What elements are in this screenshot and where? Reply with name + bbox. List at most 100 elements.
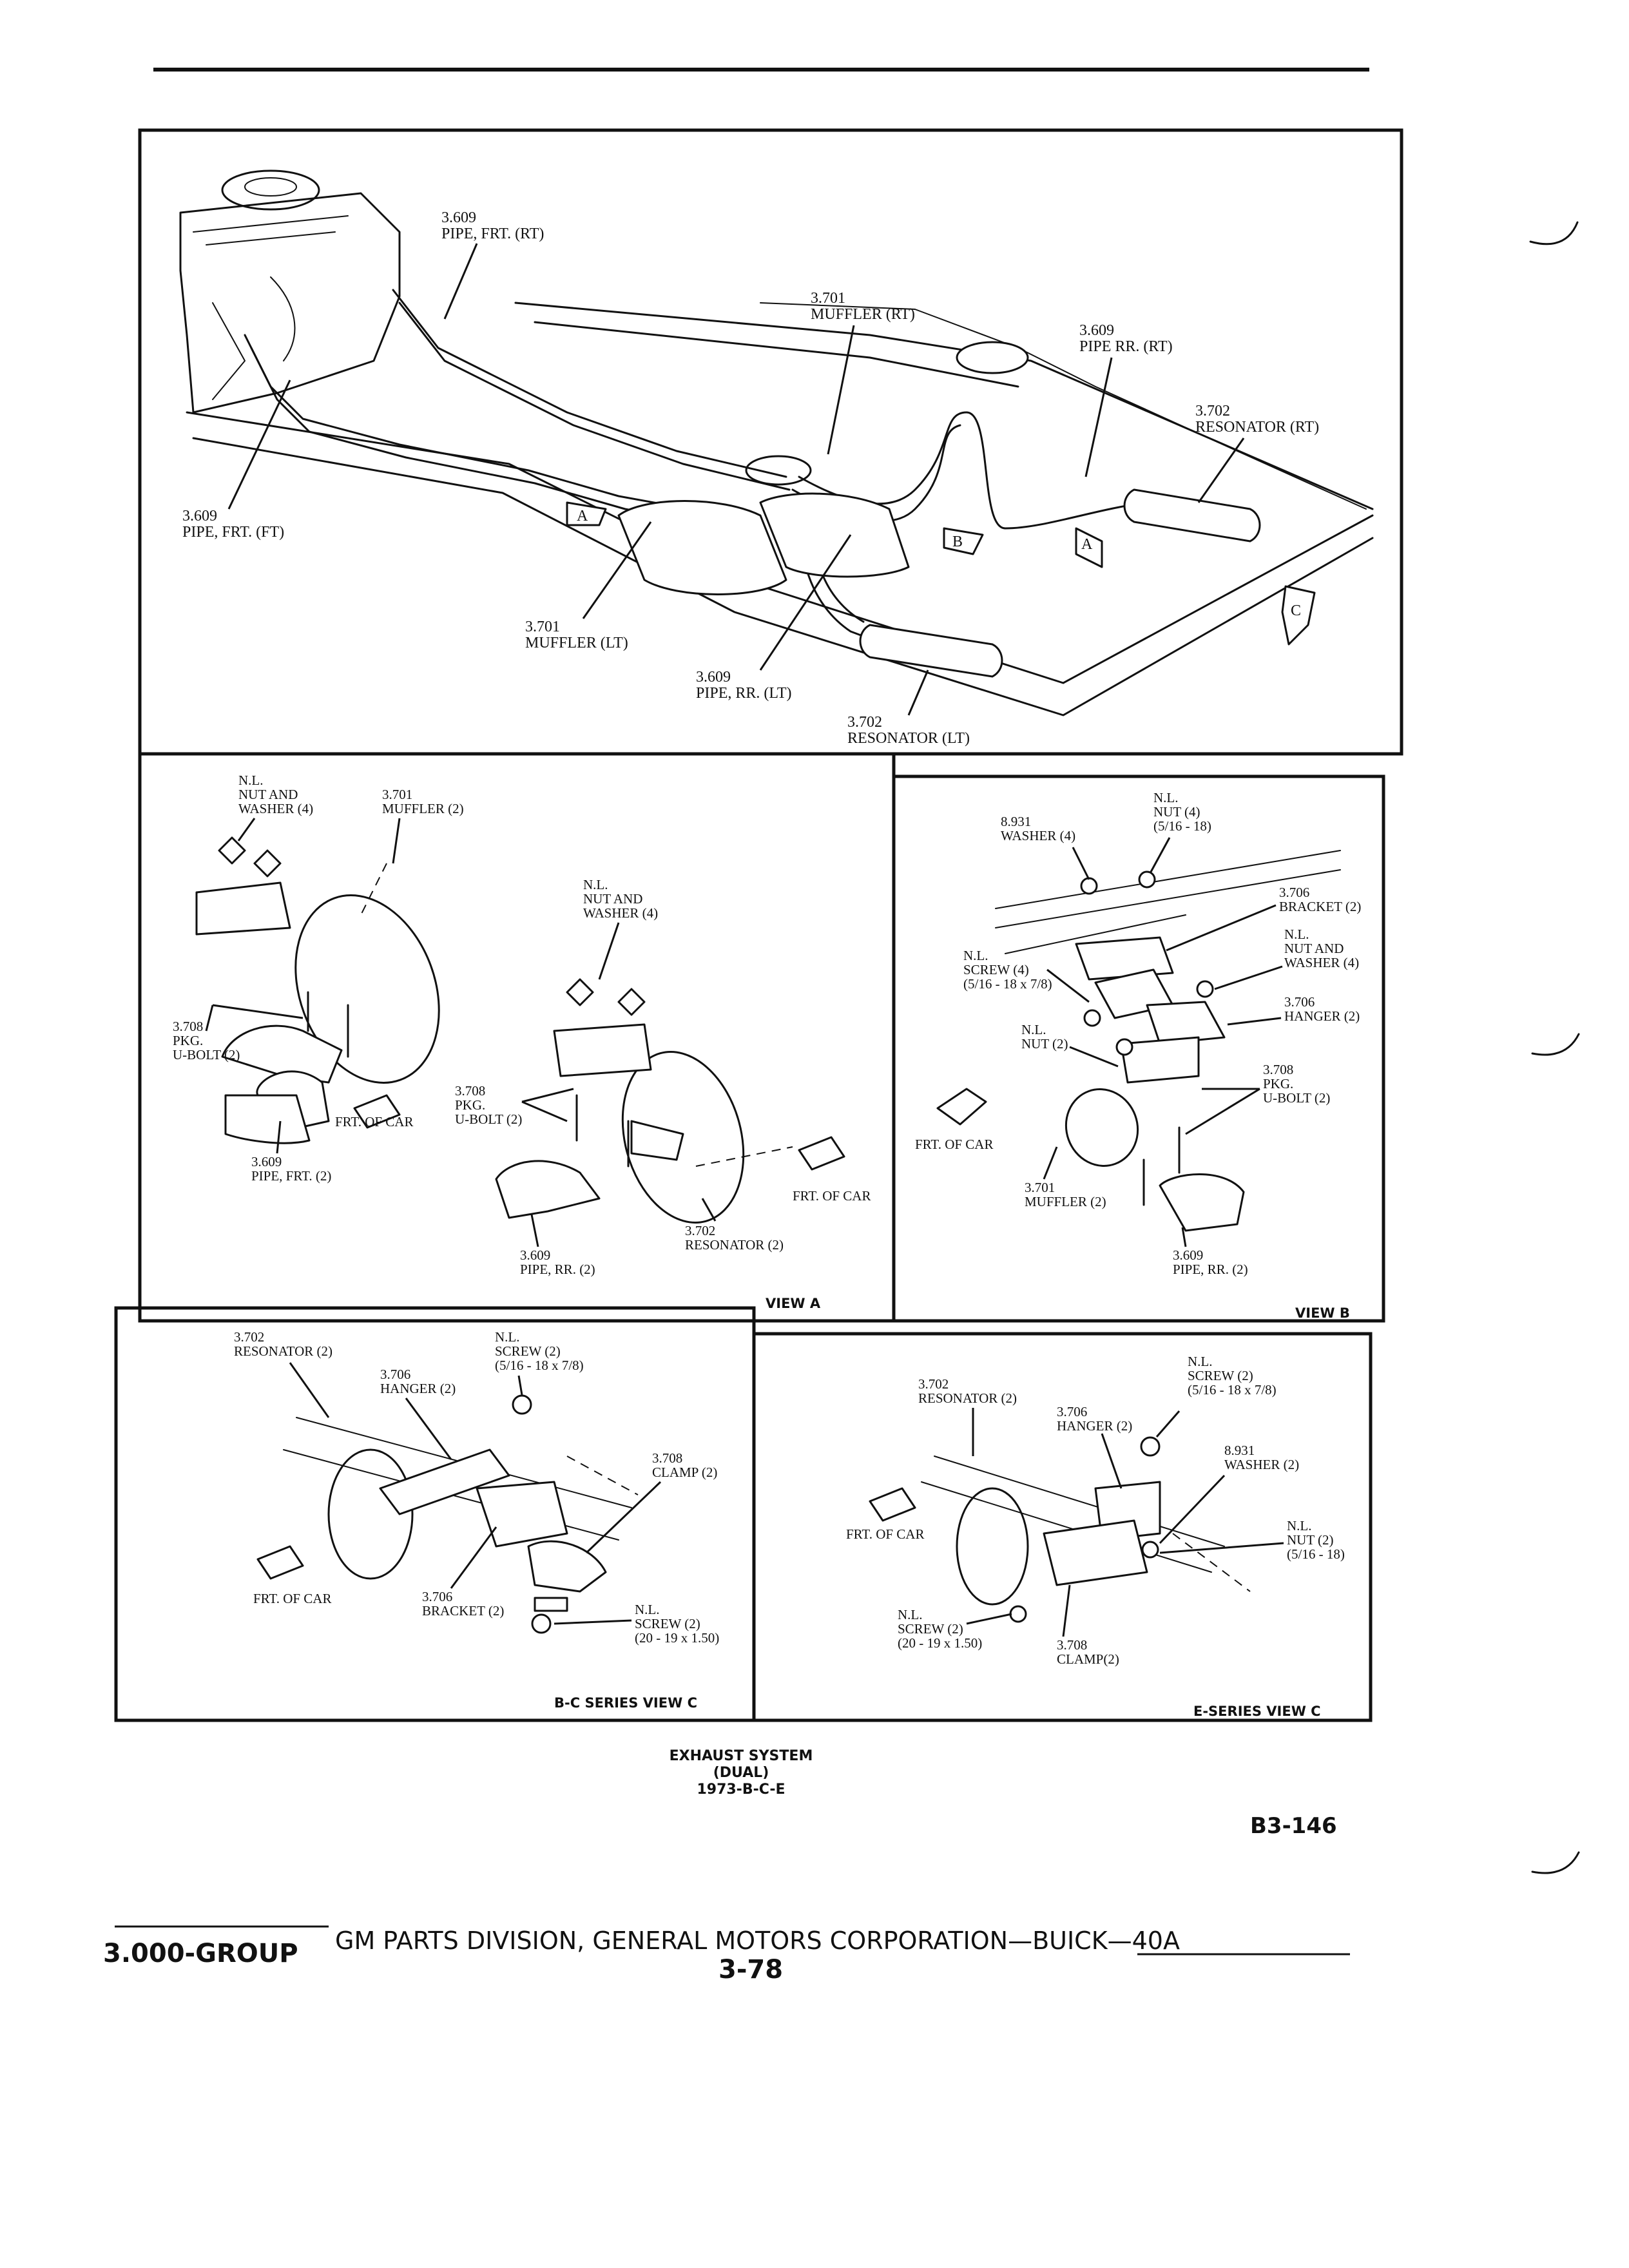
caption: EXHAUST SYSTEM (DUAL) 1973-B-C-E (670, 1748, 813, 1798)
svg-text:3.702: 3.702 (685, 1223, 715, 1238)
svg-text:(5/16 - 18 x 7/8): (5/16 - 18 x 7/8) (1188, 1382, 1277, 1398)
label-pipe-frt-ft: 3.609 PIPE, FRT. (FT) (182, 380, 291, 541)
label-resonator-rt: 3.702 RESONATOR (RT) (1195, 403, 1319, 503)
svg-text:3.609: 3.609 (1173, 1247, 1203, 1263)
svg-text:(5/16 - 18): (5/16 - 18) (1287, 1546, 1345, 1562)
engine-illustration (179, 169, 401, 414)
svg-text:PIPE, RR. (LT): PIPE, RR. (LT) (696, 685, 791, 702)
label-pipe-rr-lt: 3.609 PIPE, RR. (LT) (696, 534, 852, 702)
svg-text:WASHER (4): WASHER (4) (583, 905, 658, 921)
svg-text:PIPE RR. (RT): PIPE RR. (RT) (1079, 338, 1173, 355)
view-b-assembly (936, 850, 1341, 1232)
svg-text:N.L.: N.L. (495, 1329, 520, 1345)
svg-text:CLAMP (2): CLAMP (2) (652, 1465, 717, 1480)
figure-code: B3-146 (1250, 1813, 1337, 1839)
svg-text:(DUAL): (DUAL) (713, 1765, 769, 1781)
svg-text:MUFFLER (2): MUFFLER (2) (1025, 1194, 1106, 1209)
svg-text:3.706: 3.706 (422, 1589, 452, 1604)
view-c-e: 3.702 RESONATOR (2) N.L. SCREW (2) (5/16… (846, 1354, 1345, 1719)
svg-text:3.701: 3.701 (525, 619, 560, 635)
footer: 3.000-GROUP GM PARTS DIVISION, GENERAL M… (103, 1925, 1350, 1984)
svg-text:3.708: 3.708 (455, 1083, 485, 1099)
svg-text:PIPE, FRT. (2): PIPE, FRT. (2) (251, 1168, 331, 1184)
view-marker-a-rear: A (1075, 527, 1103, 568)
svg-text:3.701: 3.701 (811, 290, 845, 307)
svg-text:RESONATOR (LT): RESONATOR (LT) (847, 730, 970, 747)
svg-text:NUT AND: NUT AND (583, 891, 642, 907)
view-b-title: VIEW B (1295, 1305, 1350, 1321)
svg-text:(5/16 - 18): (5/16 - 18) (1153, 818, 1211, 834)
view-a: N.L. NUT AND WASHER (4) 3.701 MUFFLER (2… (173, 773, 871, 1311)
svg-text:B: B (952, 533, 963, 550)
svg-text:3.701: 3.701 (382, 787, 412, 802)
view-marker-c: C (1281, 585, 1316, 646)
svg-text:3.609: 3.609 (251, 1154, 282, 1169)
view-a-left-assembly (195, 836, 440, 1144)
view-c-bc-title: B-C SERIES VIEW C (554, 1695, 697, 1711)
svg-text:HANGER (2): HANGER (2) (1057, 1418, 1132, 1434)
svg-text:3.609: 3.609 (441, 209, 476, 226)
svg-text:N.L.: N.L. (238, 773, 264, 788)
svg-text:3.708: 3.708 (652, 1450, 682, 1466)
svg-text:BRACKET (2): BRACKET (2) (422, 1603, 504, 1619)
view-a-right-assembly (495, 978, 845, 1224)
svg-text:FRT. OF CAR: FRT. OF CAR (793, 1188, 871, 1204)
svg-text:WASHER (2): WASHER (2) (1224, 1457, 1299, 1472)
svg-text:NUT (4): NUT (4) (1153, 804, 1200, 820)
svg-text:PIPE, FRT. (RT): PIPE, FRT. (RT) (441, 226, 544, 242)
panel-frames (114, 128, 1403, 1722)
svg-text:PKG.: PKG. (1263, 1076, 1293, 1091)
view-marker-a-front: A (566, 501, 607, 526)
svg-text:3.708: 3.708 (1263, 1062, 1293, 1077)
svg-text:3.702: 3.702 (234, 1329, 264, 1345)
svg-text:N.L.: N.L. (898, 1607, 923, 1622)
svg-text:EXHAUST SYSTEM: EXHAUST SYSTEM (670, 1748, 813, 1764)
main-view: A B A C 3.609 PIPE, FRT. (RT) 3.701 MUFF… (179, 169, 1374, 747)
svg-text:N.L.: N.L. (963, 948, 988, 963)
view-b: 8.931 WASHER (4) N.L. NUT (4) (5/16 - 18… (915, 790, 1361, 1321)
svg-text:3.702: 3.702 (847, 714, 882, 731)
svg-text:U-BOLT (2): U-BOLT (2) (1263, 1090, 1330, 1106)
svg-text:3.708: 3.708 (173, 1019, 203, 1034)
view-a-title: VIEW A (766, 1296, 821, 1311)
svg-text:3.706: 3.706 (1284, 994, 1315, 1010)
svg-text:RESONATOR (2): RESONATOR (2) (918, 1390, 1017, 1406)
footer-division: GM PARTS DIVISION, GENERAL MOTORS CORPOR… (335, 1927, 1180, 1955)
svg-text:NUT AND: NUT AND (238, 787, 298, 802)
svg-text:MUFFLER (2): MUFFLER (2) (382, 801, 464, 816)
svg-text:N.L.: N.L. (583, 877, 608, 892)
svg-text:SCREW (4): SCREW (4) (963, 962, 1029, 977)
label-muffler-rt: 3.701 MUFFLER (RT) (811, 290, 915, 455)
svg-text:HANGER (2): HANGER (2) (380, 1381, 456, 1396)
label-resonator-lt: 3.702 RESONATOR (LT) (847, 669, 970, 747)
svg-text:3.706: 3.706 (380, 1367, 410, 1382)
svg-text:HANGER (2): HANGER (2) (1284, 1008, 1360, 1024)
svg-text:N.L.: N.L. (1021, 1022, 1046, 1037)
svg-text:MUFFLER (RT): MUFFLER (RT) (811, 306, 915, 323)
svg-text:(20 - 19 x 1.50): (20 - 19 x 1.50) (898, 1635, 982, 1651)
svg-text:N.L.: N.L. (635, 1602, 660, 1617)
svg-text:(5/16 - 18 x 7/8): (5/16 - 18 x 7/8) (963, 976, 1052, 992)
svg-text:1973-B-C-E: 1973-B-C-E (697, 1782, 785, 1798)
svg-text:(5/16 - 18 x 7/8): (5/16 - 18 x 7/8) (495, 1358, 584, 1373)
svg-text:PKG.: PKG. (173, 1033, 203, 1048)
footer-group: 3.000-GROUP (103, 1939, 298, 1968)
svg-text:N.L.: N.L. (1287, 1518, 1312, 1533)
svg-text:FRT. OF CAR: FRT. OF CAR (335, 1114, 413, 1129)
svg-text:A: A (577, 508, 588, 524)
view-marker-b: B (943, 527, 984, 555)
svg-text:PIPE, RR. (2): PIPE, RR. (2) (520, 1262, 595, 1277)
svg-text:3.702: 3.702 (1195, 403, 1230, 419)
svg-text:3.609: 3.609 (696, 669, 731, 686)
svg-text:PIPE, RR. (2): PIPE, RR. (2) (1173, 1262, 1248, 1277)
footer-page: 3-78 (718, 1955, 783, 1984)
svg-text:NUT AND: NUT AND (1284, 941, 1344, 956)
svg-text:8.931: 8.931 (1001, 814, 1031, 829)
view-c-e-title: E-SERIES VIEW C (1193, 1704, 1321, 1719)
svg-text:3.702: 3.702 (918, 1376, 949, 1392)
label-pipe-rr-rt: 3.609 PIPE RR. (RT) (1079, 322, 1173, 477)
view-c-bc-assembly (256, 1394, 639, 1634)
svg-text:SCREW (2): SCREW (2) (1188, 1368, 1253, 1383)
svg-text:SCREW (2): SCREW (2) (495, 1343, 561, 1359)
